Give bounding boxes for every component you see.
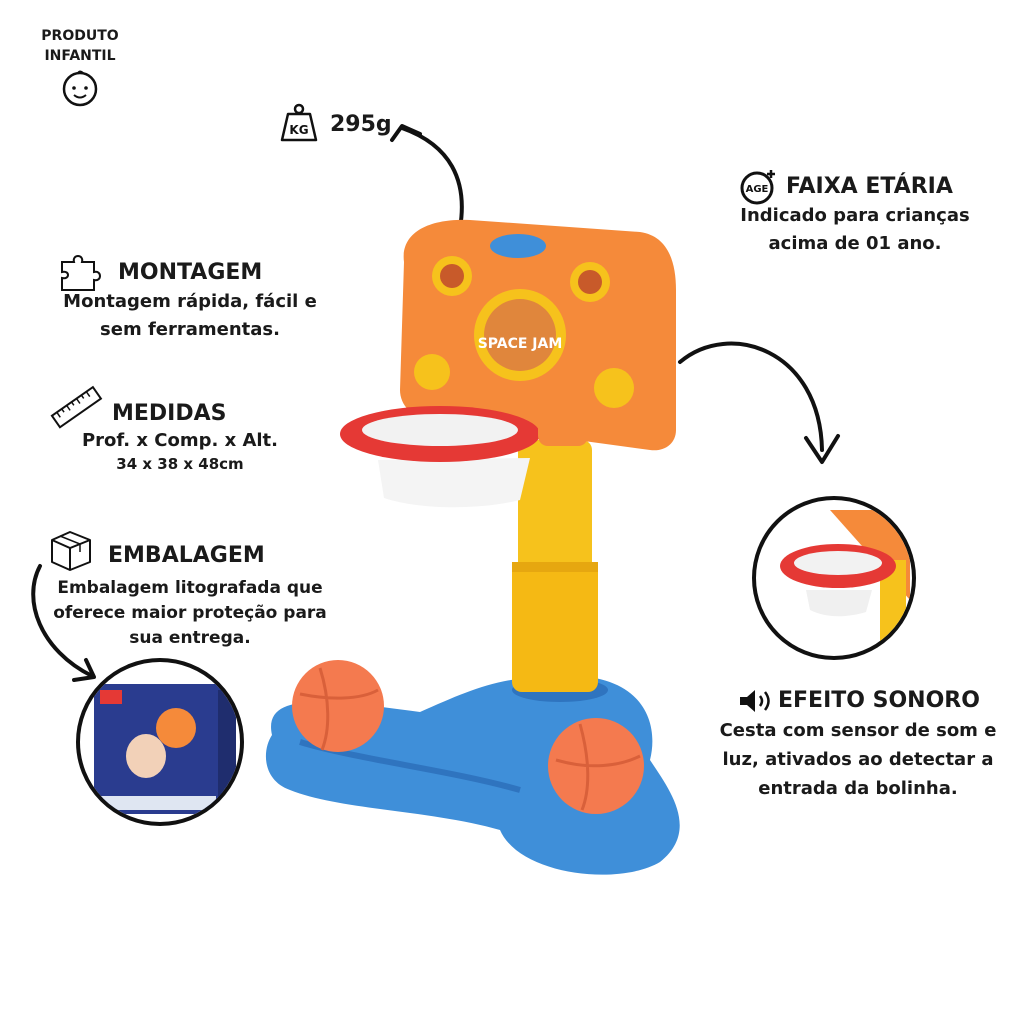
faixa-desc-line1: Indicado para crianças	[740, 205, 970, 226]
faixa-etaria-title: FAIXA ETÁRIA	[786, 174, 953, 199]
backboard-logo: SPACE JAM	[478, 336, 563, 352]
weight-kg-icon: KG	[280, 103, 318, 142]
toy-pole	[512, 440, 598, 692]
efeito-sonoro-title: EFEITO SONORO	[778, 688, 980, 713]
arrow-head-detail	[804, 434, 840, 464]
packaging-photo-circle	[76, 658, 244, 826]
baby-face-icon	[62, 70, 98, 107]
puzzle-icon	[61, 255, 101, 291]
embalagem-desc-line2: oferece maior proteção para	[53, 603, 327, 623]
box-icon	[51, 531, 91, 571]
hoop-detail-circle	[752, 496, 916, 660]
arrow-head-weight	[390, 124, 422, 142]
efeito-desc-line3: entrada da bolinha.	[758, 778, 958, 799]
montagem-description: Montagem rápida, fácil e sem ferramentas…	[40, 288, 340, 344]
toy-hoop	[340, 406, 588, 508]
weight-value: 295g	[330, 112, 392, 137]
produto-infantil-label: PRODUTO INFANTIL	[30, 26, 130, 66]
medidas-description-line1: Prof. x Comp. x Alt.	[81, 430, 278, 451]
age-icon: AGE	[740, 170, 775, 205]
arrow-to-weight	[400, 126, 464, 230]
ball-left	[292, 660, 384, 752]
montagem-desc-line2: sem ferramentas.	[100, 319, 280, 340]
medidas-title: MEDIDAS	[112, 401, 227, 426]
arrow-to-detail	[678, 341, 824, 452]
badge-line1: PRODUTO	[41, 28, 119, 44]
efeito-desc-line2: luz, ativados ao detectar a	[722, 749, 994, 770]
ruler-icon	[50, 385, 103, 429]
embalagem-desc-line1: Embalagem litografada que	[57, 578, 323, 598]
speaker-icon	[740, 690, 770, 712]
faixa-etaria-description: Indicado para crianças acima de 01 ano.	[720, 202, 990, 258]
montagem-title: MONTAGEM	[118, 260, 263, 285]
arrow-to-box	[31, 564, 94, 678]
efeito-sonoro-description: Cesta com sensor de som e luz, ativados …	[708, 716, 1008, 803]
embalagem-title: EMBALAGEM	[108, 543, 265, 568]
medidas-description-line2: 34 x 38 x 48cm	[116, 455, 244, 473]
efeito-desc-line1: Cesta com sensor de som e	[719, 720, 997, 741]
embalagem-description: Embalagem litografada que oferece maior …	[40, 576, 340, 651]
kg-icon-label: KG	[289, 123, 308, 137]
arrow-head-box	[72, 658, 96, 682]
toy-backboard: SPACE JAM	[400, 219, 676, 451]
montagem-desc-line1: Montagem rápida, fácil e	[63, 291, 317, 312]
age-icon-label: AGE	[746, 184, 769, 195]
faixa-desc-line2: acima de 01 ano.	[768, 233, 942, 254]
badge-line2: INFANTIL	[44, 48, 116, 64]
embalagem-desc-line3: sua entrega.	[129, 628, 251, 648]
